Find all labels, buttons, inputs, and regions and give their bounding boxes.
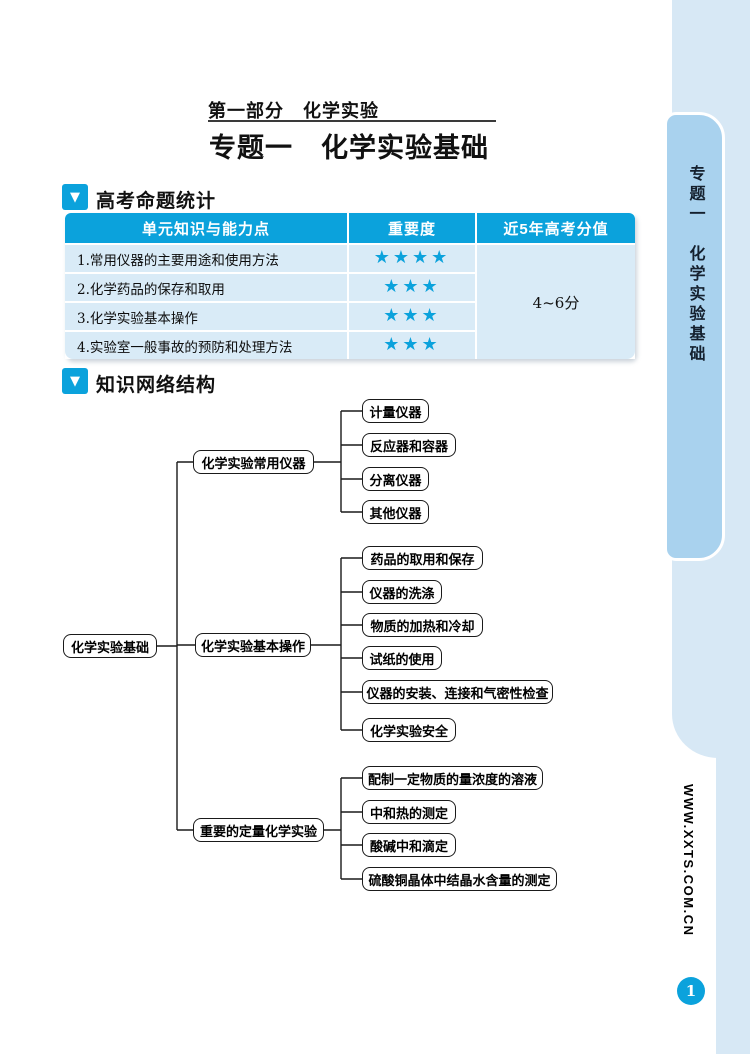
- column-header-knowledge: 单元知识与能力点: [65, 213, 347, 243]
- table-row-knowledge-point: 1.常用仪器的主要用途和使用方法: [65, 245, 347, 272]
- tree-node-leaf: 反应器和容器: [362, 433, 456, 457]
- column-header-score: 近5年高考分值: [477, 213, 635, 243]
- tree-node-branch: 化学实验常用仪器: [193, 450, 314, 474]
- table-row-knowledge-point: 4.实验室一般事故的预防和处理方法: [65, 332, 347, 359]
- tree-node-root: 化学实验基础: [63, 634, 157, 658]
- tree-node-leaf: 化学实验安全: [362, 718, 456, 742]
- section-title-exam-stats: 高考命题统计: [96, 191, 217, 212]
- triangle-down-icon: ▼: [70, 189, 80, 205]
- tree-node-leaf: 药品的取用和保存: [362, 546, 483, 570]
- heading-divider: [208, 120, 496, 122]
- tree-node-branch: 化学实验基本操作: [195, 633, 311, 657]
- tree-node-leaf: 试纸的使用: [362, 646, 442, 670]
- page-number: 1: [685, 982, 697, 1000]
- importance-stars: ★★★★: [349, 245, 475, 272]
- chapter-side-tab-label: 专题一 化学实验基础: [686, 165, 704, 365]
- tree-node-leaf: 分离仪器: [362, 467, 429, 491]
- tree-node-leaf: 其他仪器: [362, 500, 429, 524]
- section-marker-icon: ▼: [62, 368, 88, 394]
- table-row-knowledge-point: 3.化学实验基本操作: [65, 303, 347, 330]
- website-url: WWW.XXTS.COM.CN: [681, 784, 696, 937]
- tree-node-branch: 重要的定量化学实验: [193, 818, 324, 842]
- triangle-down-icon: ▼: [70, 373, 80, 389]
- importance-stars: ★★★: [349, 332, 475, 359]
- tree-node-leaf: 中和热的测定: [362, 800, 456, 824]
- tree-node-leaf: 酸碱中和滴定: [362, 833, 456, 857]
- right-edge-strip-bottom: [716, 726, 750, 1054]
- tree-node-leaf: 物质的加热和冷却: [362, 613, 483, 637]
- tree-node-leaf: 硫酸铜晶体中结晶水含量的测定: [362, 867, 557, 891]
- table-row-knowledge-point: 2.化学药品的保存和取用: [65, 274, 347, 301]
- tree-node-leaf: 仪器的洗涤: [362, 580, 442, 604]
- section-marker-icon: ▼: [62, 184, 88, 210]
- score-range-cell: 4~6分: [477, 245, 635, 359]
- table-body: 4~6分 1.常用仪器的主要用途和使用方法 ★★★★ 2.化学药品的保存和取用 …: [65, 245, 635, 359]
- page-number-badge: 1: [677, 977, 705, 1005]
- importance-stars: ★★★: [349, 274, 475, 301]
- part-title: 第一部分 化学实验: [208, 101, 379, 121]
- exam-statistics-table: 单元知识与能力点 重要度 近5年高考分值 4~6分 1.常用仪器的主要用途和使用…: [65, 213, 635, 359]
- importance-stars: ★★★: [349, 303, 475, 330]
- tree-node-leaf: 仪器的安装、连接和气密性检查: [362, 680, 553, 704]
- section-title-knowledge-network: 知识网络结构: [96, 375, 217, 396]
- page-title: 专题一 化学实验基础: [209, 133, 489, 163]
- tree-node-leaf: 配制一定物质的量浓度的溶液: [362, 766, 543, 790]
- table-header-row: 单元知识与能力点 重要度 近5年高考分值: [65, 213, 635, 243]
- chapter-side-tab: 专题一 化学实验基础: [664, 112, 725, 561]
- tree-node-leaf: 计量仪器: [362, 399, 429, 423]
- column-header-importance: 重要度: [349, 213, 475, 243]
